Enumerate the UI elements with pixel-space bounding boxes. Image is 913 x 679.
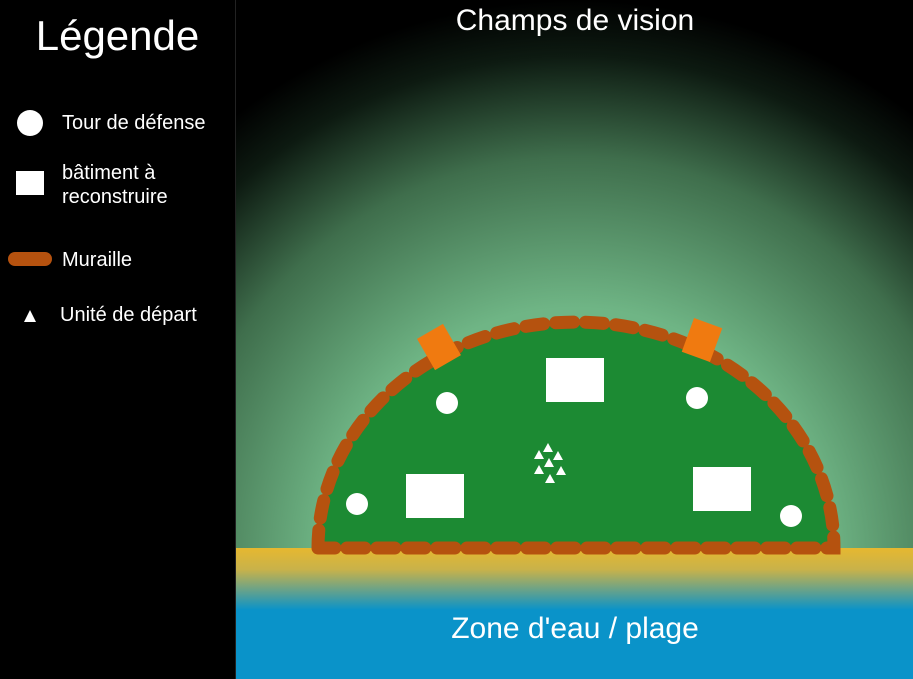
legend-label-building-line1: bâtiment à <box>62 162 156 184</box>
map-view: Champs de vision Zone d'eau / plage <box>236 0 913 679</box>
tower-4 <box>780 505 802 527</box>
unit <box>545 474 555 483</box>
legend-label-wall: Muraille <box>62 249 133 271</box>
legend-label-tower: Tour de défense <box>62 112 206 134</box>
building-left <box>406 474 464 518</box>
legend-label-unit: Unité de départ <box>60 304 197 326</box>
tower-2 <box>686 387 708 409</box>
building-right <box>693 467 751 511</box>
unit <box>543 443 553 452</box>
unit <box>534 465 544 474</box>
building-top <box>546 358 604 402</box>
water-zone <box>236 610 913 679</box>
wall-outline <box>311 315 841 555</box>
unit <box>544 458 554 467</box>
vision-label: Champs de vision <box>456 4 694 37</box>
legend-icons <box>8 110 52 322</box>
legend-title: Légende <box>35 12 200 59</box>
gate-left <box>417 323 461 371</box>
legend-panel: Légende Tour de défense bâtiment à recon… <box>0 0 236 679</box>
tower-1 <box>436 392 458 414</box>
unit <box>556 466 566 475</box>
water-label: Zone d'eau / plage <box>451 612 699 645</box>
unit <box>534 450 544 459</box>
tower-3 <box>346 493 368 515</box>
legend-label-building-line2: reconstruire <box>62 186 168 208</box>
wall-segment-icon <box>8 252 52 266</box>
building-square-icon <box>16 171 44 195</box>
unit-triangle-icon <box>24 310 36 322</box>
start-units <box>534 443 566 483</box>
tower-circle-icon <box>17 110 43 136</box>
unit <box>553 451 563 460</box>
gate-right <box>681 317 723 363</box>
